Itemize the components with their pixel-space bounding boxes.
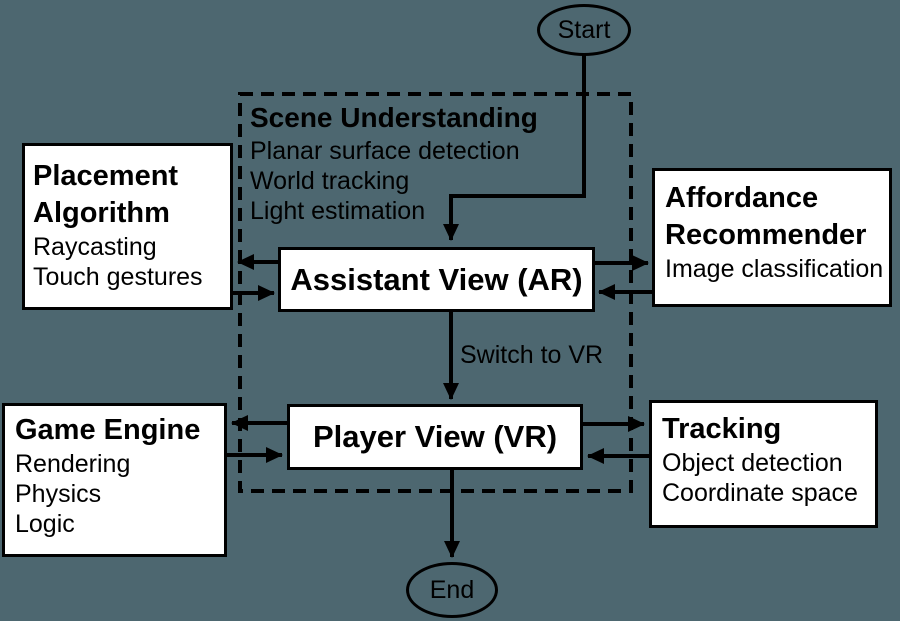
game-engine-node: Game Engine Rendering Physics Logic xyxy=(2,403,227,557)
scene-understanding-group: Scene Understanding Planar surface detec… xyxy=(250,100,538,226)
game-engine-item: Logic xyxy=(15,510,75,538)
scene-understanding-title: Scene Understanding xyxy=(250,102,538,133)
edge-start-to-assistant xyxy=(443,54,586,241)
placement-algorithm-title: Algorithm xyxy=(33,197,170,229)
affordance-recommender-title: Affordance xyxy=(665,182,819,214)
start-node: Start xyxy=(537,4,631,56)
tracking-node: Tracking Object detection Coordinate spa… xyxy=(649,400,878,528)
tracking-item: Object detection xyxy=(662,449,843,477)
tracking-title: Tracking xyxy=(662,413,782,445)
placement-algorithm-title: Placement xyxy=(33,160,179,192)
player-view-node: Player View (VR) xyxy=(287,404,583,470)
scene-understanding-item: Light estimation xyxy=(250,197,426,225)
end-node: End xyxy=(406,562,498,618)
game-engine-title: Game Engine xyxy=(15,414,201,446)
assistant-view-node: Assistant View (AR) xyxy=(278,247,595,312)
affordance-recommender-title: Recommender xyxy=(665,219,867,251)
game-engine-item: Rendering xyxy=(15,450,131,478)
game-engine-item: Physics xyxy=(15,480,102,508)
player-view-label: Player View (VR) xyxy=(312,419,558,454)
end-node-label: End xyxy=(429,575,475,604)
placement-algorithm-node: Placement Algorithm Raycasting Touch ges… xyxy=(22,143,233,310)
tracking-item: Coordinate space xyxy=(662,479,858,507)
affordance-recommender-node: Affordance Recommender Image classificat… xyxy=(652,168,892,307)
affordance-recommender-item: Image classification xyxy=(665,255,884,283)
placement-algorithm-item: Touch gestures xyxy=(33,263,203,291)
scene-understanding-item: World tracking xyxy=(250,167,410,195)
placement-algorithm-item: Raycasting xyxy=(33,233,157,261)
scene-understanding-item: Planar surface detection xyxy=(250,137,520,165)
switch-to-vr-label: Switch to VR xyxy=(460,341,604,369)
assistant-view-label: Assistant View (AR) xyxy=(290,261,583,297)
start-node-label: Start xyxy=(557,15,611,44)
